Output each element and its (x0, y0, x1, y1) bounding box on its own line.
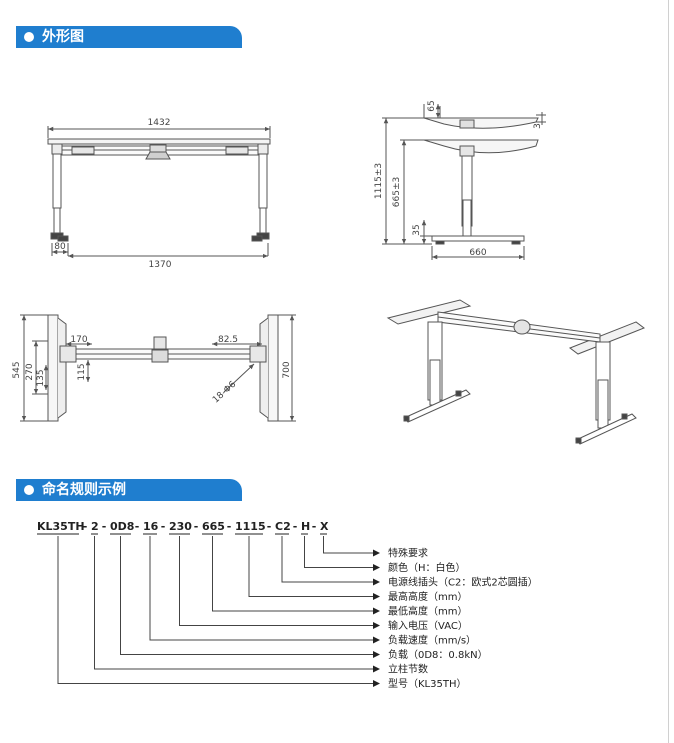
code-segment: 0D8 (110, 520, 134, 533)
top-hole-spacing-label: 82.5 (218, 335, 238, 345)
side-foot-length-label: 660 (469, 248, 486, 258)
connector-line (323, 536, 374, 554)
naming-label: 颜色（H：白色） (388, 561, 466, 574)
arrow-right-icon (373, 564, 380, 571)
naming-label: 型号（KL35TH） (388, 677, 466, 690)
code-separator: - (161, 520, 166, 533)
connector-line (120, 536, 374, 655)
arrow-right-icon (373, 549, 380, 557)
section-header-outline: 外形图 (16, 26, 242, 48)
code-segment: 230 (169, 520, 192, 533)
top-depth-small-label: 135 (36, 369, 46, 386)
code-separator: - (83, 520, 88, 533)
top-bracket-offset-label: 115 (77, 363, 87, 380)
bullet-dot-icon (24, 32, 34, 42)
code-separator: - (102, 520, 107, 533)
front-leg-span-label: 1370 (149, 260, 172, 270)
bullet-dot-icon (24, 485, 34, 495)
code-separator: - (293, 520, 298, 533)
connector-line (149, 536, 374, 641)
connector-line (94, 536, 374, 670)
front-view (47, 126, 271, 259)
code-separator: - (227, 520, 232, 533)
top-view (20, 314, 296, 422)
code-segment: 665 (202, 520, 225, 533)
connector-line (248, 536, 374, 597)
naming-label: 电源线插头（C2：欧式2芯圆插） (388, 576, 538, 589)
code-segment: KL35TH (37, 520, 85, 533)
connector-line (57, 536, 374, 684)
side-min-height-label: 665±3 (392, 177, 402, 207)
arrow-right-icon (373, 636, 380, 644)
code-segment: 16 (143, 520, 159, 533)
code-separator: - (194, 520, 199, 533)
section-header-naming: 命名规则示例 (16, 479, 242, 501)
connector-line (179, 536, 374, 626)
arrow-right-icon (373, 665, 380, 673)
model-code: KL35TH-2-0D8-16-230-665-1115-C2-H-X (37, 520, 329, 535)
side-view (382, 104, 546, 260)
arrow-right-icon (373, 593, 380, 600)
naming-label: 特殊要求 (388, 547, 428, 560)
arrow-right-icon (373, 607, 380, 615)
code-segment: H (301, 520, 310, 533)
side-edge-label: 3 (533, 123, 543, 129)
front-leg-offset-label: 80 (54, 242, 66, 252)
isometric-view (386, 299, 646, 445)
naming-label: 最高高度（mm） (388, 590, 467, 603)
section-title-naming: 命名规则示例 (42, 482, 126, 498)
side-foot-height-label: 35 (412, 224, 422, 235)
outline-drawings: 1432 80 1370 65 3 11 (12, 100, 646, 445)
top-bracket-len-label: 170 (70, 335, 87, 345)
naming-rule-diagram: KL35TH-2-0D8-16-230-665-1115-C2-H-X 特殊要求… (37, 520, 538, 691)
naming-label: 输入电压（VAC） (388, 619, 468, 632)
top-holes-label: 18-Φ6 (211, 379, 238, 405)
front-top-width-label: 1432 (148, 118, 171, 128)
arrow-right-icon (373, 680, 380, 687)
leader-line-holes (223, 363, 255, 393)
naming-arrows (373, 549, 380, 687)
connector-line (212, 536, 374, 612)
side-top-thickness-label: 65 (427, 100, 437, 111)
top-depth-outer-label: 545 (12, 361, 22, 378)
naming-label: 最低高度（mm） (388, 605, 467, 618)
naming-label: 负载速度（mm/s） (388, 634, 476, 647)
arrow-right-icon (373, 578, 380, 586)
code-segment: 1115 (235, 520, 266, 533)
arrow-right-icon (373, 651, 380, 658)
code-segment: 2 (91, 520, 99, 533)
arrow-right-icon (373, 622, 380, 629)
code-separator: - (135, 520, 140, 533)
code-separator: - (312, 520, 317, 533)
side-max-height-label: 1115±3 (374, 163, 384, 199)
naming-label: 立柱节数 (388, 663, 428, 676)
code-separator: - (267, 520, 272, 533)
code-segment: C2 (275, 520, 291, 533)
code-segment: X (320, 520, 329, 533)
naming-connectors (57, 536, 374, 684)
section-title-outline: 外形图 (42, 29, 84, 45)
connector-line (304, 536, 374, 568)
page-edge-line (668, 0, 669, 743)
connector-line (281, 536, 374, 583)
top-depth-mid-label: 270 (25, 363, 35, 380)
naming-label: 负载（0D8：0.8kN） (388, 648, 488, 661)
top-width-label: 700 (282, 361, 292, 378)
